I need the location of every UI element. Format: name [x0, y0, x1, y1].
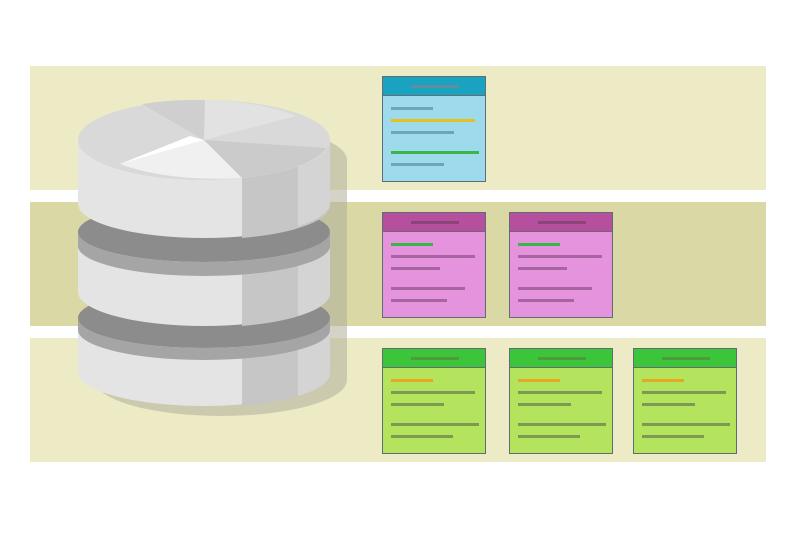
table-card-field-line [518, 243, 560, 246]
table-card-field-line [518, 423, 606, 426]
table-card-field-line [518, 403, 571, 406]
table-card-field-line [518, 287, 592, 290]
table-card-header [383, 213, 485, 232]
table-card [382, 348, 486, 454]
table-card-field-line [642, 423, 730, 426]
table-card-field-line [391, 107, 433, 110]
table-card-field-line [391, 391, 475, 394]
table-card-field-line [391, 163, 444, 166]
table-card-field-line [391, 243, 433, 246]
table-card-title-line [538, 221, 586, 224]
table-card-field-line [642, 379, 684, 382]
table-card [633, 348, 737, 454]
table-card-field-line [518, 299, 574, 302]
table-card-header [510, 349, 612, 368]
table-card [382, 212, 486, 318]
table-card-header [634, 349, 736, 368]
table-card-field-line [391, 255, 475, 258]
table-card-field-line [642, 435, 704, 438]
table-card-title-line [538, 357, 586, 360]
table-card-title-line [662, 357, 710, 360]
table-card-header [383, 77, 485, 96]
table-card [509, 212, 613, 318]
table-card-field-line [391, 287, 465, 290]
table-card-field-line [518, 255, 602, 258]
table-card-field-line [391, 119, 475, 122]
table-card-title-line [411, 221, 459, 224]
table-card-field-line [642, 403, 695, 406]
table-card-field-line [518, 267, 567, 270]
table-card-field-line [391, 131, 454, 134]
table-card-header [383, 349, 485, 368]
table-card-field-line [391, 423, 479, 426]
database-disk-top [78, 99, 331, 238]
table-card-field-line [518, 391, 602, 394]
table-card-field-line [642, 391, 726, 394]
table-card-title-line [411, 357, 459, 360]
table-card-field-line [391, 435, 453, 438]
table-card-field-line [391, 299, 447, 302]
table-card-field-line [391, 403, 444, 406]
table-card-field-line [391, 379, 433, 382]
table-card-field-line [518, 435, 580, 438]
table-card-header [510, 213, 612, 232]
table-card-field-line [391, 151, 479, 154]
table-card-field-line [391, 267, 440, 270]
table-card [509, 348, 613, 454]
table-card-title-line [411, 85, 459, 88]
table-card-field-line [518, 379, 560, 382]
table-card [382, 76, 486, 182]
